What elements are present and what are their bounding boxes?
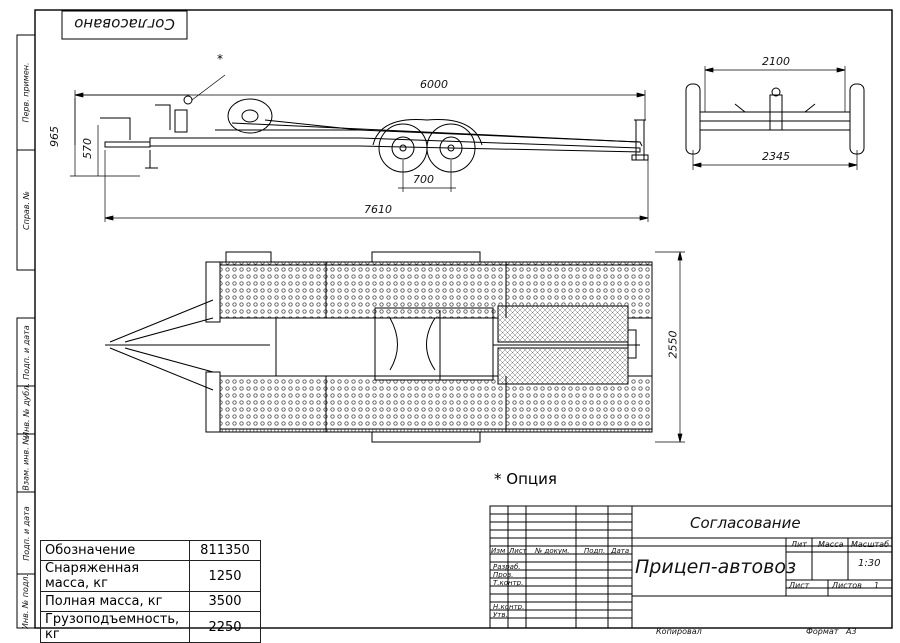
rear-view <box>685 83 865 155</box>
dim-overall-length: 7610 <box>364 203 392 216</box>
dim-width-platform: 2550 <box>666 330 680 359</box>
side-label-sign-date-2: Подп. и дата <box>21 505 31 561</box>
dim-deck-length: 6000 <box>420 78 448 91</box>
top-view-dimensions <box>655 251 685 443</box>
side-label-dup-inv: Инв. № дубл. <box>21 382 31 438</box>
stamp-mirrored-text: Согласовано <box>74 15 175 33</box>
dim-height-deck: 570 <box>81 138 94 159</box>
spec-label: Грузоподъемность, кг <box>40 611 190 643</box>
spec-label: Снаряженная масса, кг <box>40 560 190 592</box>
rear-view-dimensions <box>692 66 858 170</box>
dim-axle-spacing: 700 <box>413 173 434 186</box>
drawing-title: Прицеп-автовоз <box>635 556 797 578</box>
format-label: Формат <box>806 627 839 636</box>
option-mark: * <box>217 52 223 66</box>
lit-label: Лит <box>791 540 807 549</box>
stamp-box <box>61 10 188 40</box>
col-header-list: Лист <box>509 547 527 555</box>
spec-label: Полная масса, кг <box>40 591 190 612</box>
scale-label: Масштаб <box>851 540 890 549</box>
col-header-sign: Подп. <box>584 547 606 555</box>
sheets-count: 1 <box>874 581 880 590</box>
sheet-frame <box>34 9 893 629</box>
side-view <box>100 95 649 173</box>
row-tkontr: Т.контр. <box>493 579 524 587</box>
row-prov: Пров. <box>493 571 514 579</box>
option-note: * Опция <box>494 470 557 488</box>
copied-label: Копировал <box>656 627 702 636</box>
approval-title: Согласование <box>690 514 801 532</box>
side-view-dimensions <box>70 74 649 222</box>
spec-value: 1250 <box>189 560 261 592</box>
side-label-first-use: Перв. примен. <box>21 62 31 123</box>
col-header-doc: № докум. <box>535 547 570 555</box>
dim-width-inner: 2100 <box>762 55 790 68</box>
title-block-lines <box>489 505 893 629</box>
row-razrab: Разраб. <box>493 563 521 571</box>
top-view <box>105 251 653 443</box>
spec-value: 2250 <box>189 611 261 643</box>
spec-value: 811350 <box>189 540 261 561</box>
format-value: А3 <box>846 627 857 636</box>
mass-label: Масса <box>818 540 844 549</box>
scale-value: 1:30 <box>858 558 881 569</box>
side-label-orig-inv: Инв. № подл. <box>21 573 31 629</box>
spec-value: 3500 <box>189 591 261 612</box>
row-utv: Утв. <box>493 611 508 619</box>
side-strip <box>16 34 36 629</box>
spec-label: Обозначение <box>40 540 190 561</box>
dim-width-outer: 2345 <box>762 150 790 163</box>
dim-height-total: 965 <box>48 126 61 147</box>
side-label-sign-date-1: Подп. и дата <box>21 324 31 380</box>
col-header-izm: Изм <box>491 547 506 555</box>
row-nkontr: Н.контр. <box>493 603 525 611</box>
col-header-date: Дата <box>611 547 630 555</box>
side-label-ref-no: Справ. № <box>21 190 31 230</box>
side-label-replace-inv: Взам. инв. № <box>21 435 31 491</box>
sheets-label: Листов <box>832 581 862 590</box>
sheet-label: Лист <box>789 581 810 590</box>
